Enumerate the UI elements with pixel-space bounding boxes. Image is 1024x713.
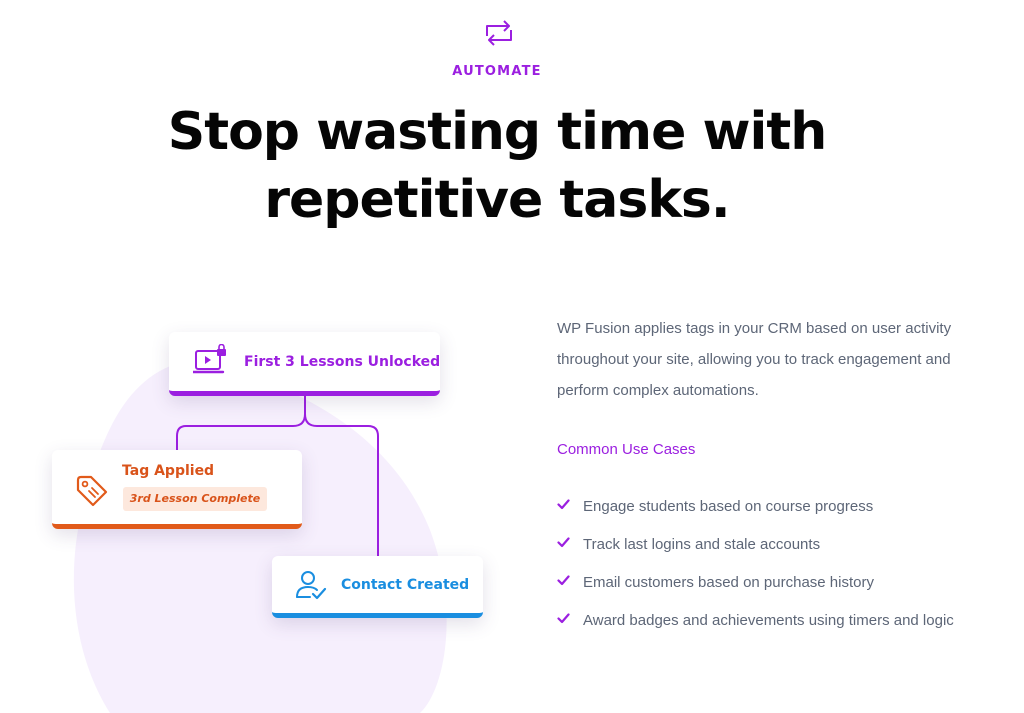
laptop-lock-icon bbox=[193, 344, 226, 374]
card-contact-title: Contact Created bbox=[341, 577, 470, 593]
list-item: Award badges and achievements using time… bbox=[557, 606, 977, 635]
section-description: WP Fusion applies tags in your CRM based… bbox=[557, 320, 952, 399]
card-tag-title: Tag Applied bbox=[122, 463, 215, 479]
card-tag-applied: Tag Applied 3rd Lesson Complete bbox=[52, 450, 302, 529]
list-item: Track last logins and stale accounts bbox=[557, 530, 977, 559]
use-case-text: Email customers based on purchase histor… bbox=[583, 574, 874, 591]
use-cases-list: Engage students based on course progress… bbox=[557, 492, 977, 644]
card-lessons-title: First 3 Lessons Unlocked bbox=[244, 354, 441, 370]
card-contact-created: Contact Created bbox=[272, 556, 483, 618]
background-blob bbox=[73, 360, 447, 713]
arrows-swap-icon bbox=[486, 20, 512, 46]
section-eyebrow: AUTOMATE bbox=[452, 64, 542, 79]
tag-chip: 3rd Lesson Complete bbox=[123, 487, 267, 511]
use-cases-heading: Common Use Cases bbox=[557, 441, 696, 458]
headline-line-2: repetitive tasks. bbox=[264, 170, 730, 230]
card-lessons-unlocked: First 3 Lessons Unlocked bbox=[169, 332, 440, 396]
use-case-text: Engage students based on course progress bbox=[583, 498, 874, 515]
connector-lines bbox=[176, 396, 379, 556]
check-icon bbox=[557, 575, 570, 586]
check-icon bbox=[557, 499, 570, 510]
page-title: Stop wasting time with repetitive tasks. bbox=[0, 98, 994, 234]
automation-diagram: First 3 Lessons Unlocked Tag Applied 3rd… bbox=[0, 290, 520, 713]
headline-line-1: Stop wasting time with bbox=[167, 102, 827, 162]
tag-icon bbox=[76, 475, 108, 507]
list-item: Email customers based on purchase histor… bbox=[557, 568, 977, 597]
use-case-text: Track last logins and stale accounts bbox=[583, 536, 821, 553]
user-check-icon bbox=[296, 571, 327, 600]
check-icon bbox=[557, 537, 570, 548]
check-icon bbox=[557, 613, 570, 624]
use-case-text: Award badges and achievements using time… bbox=[583, 612, 954, 629]
list-item: Engage students based on course progress bbox=[557, 492, 977, 521]
